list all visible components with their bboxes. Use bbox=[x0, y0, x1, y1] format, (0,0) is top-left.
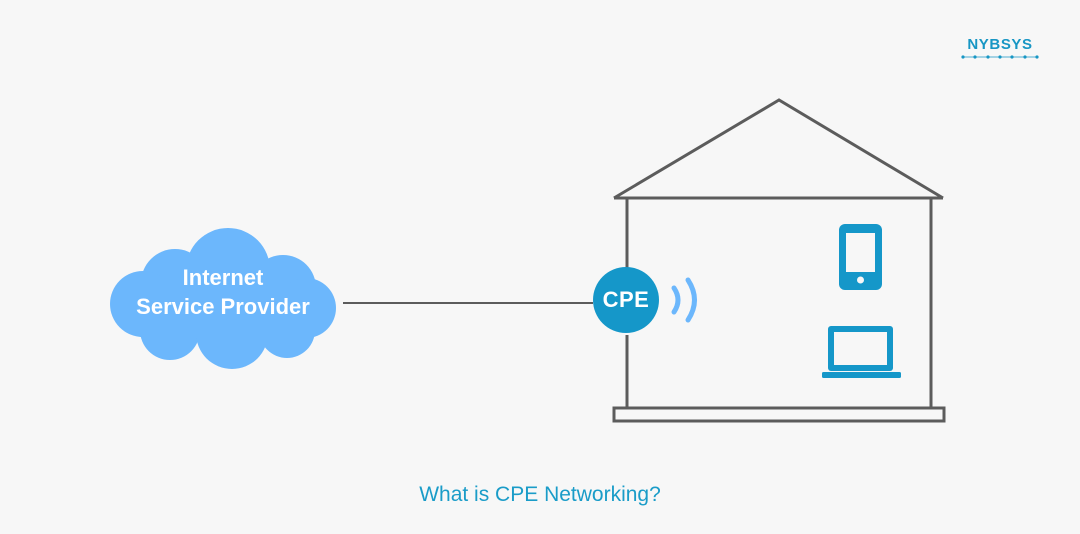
house-base bbox=[612, 406, 946, 423]
cpe-label: CPE bbox=[602, 287, 650, 312]
isp-label-line1: Internet bbox=[182, 265, 264, 290]
brand-logo: NYBSYS bbox=[958, 36, 1042, 60]
diagram-caption: What is CPE Networking? bbox=[419, 483, 661, 506]
cpe-node bbox=[593, 267, 659, 333]
house-roof bbox=[613, 98, 944, 200]
brand-name: NYBSYS bbox=[967, 36, 1033, 53]
isp-cloud-shape bbox=[110, 228, 336, 369]
smartphone-icon bbox=[839, 224, 882, 290]
wifi-signal-icon bbox=[671, 277, 697, 323]
isp-label-line2: Service Provider bbox=[136, 294, 310, 319]
house-outline bbox=[612, 98, 946, 423]
isp-label: Internet Service Provider bbox=[110, 263, 336, 321]
brand-dots-decoration bbox=[961, 55, 1039, 59]
laptop-icon bbox=[822, 326, 901, 378]
